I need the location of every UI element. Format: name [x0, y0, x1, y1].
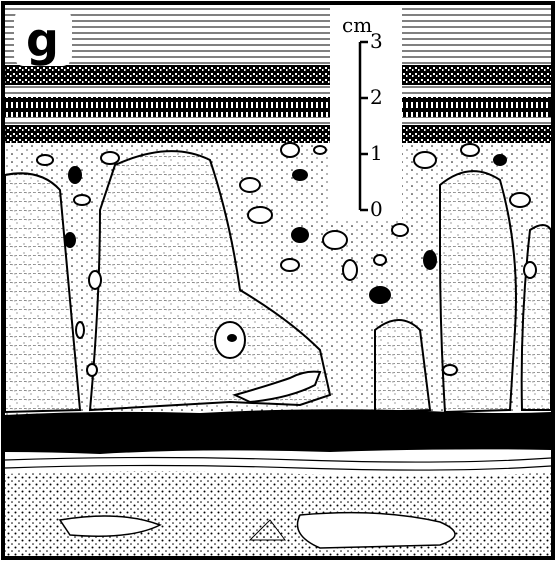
- dark-basal-bed: [5, 409, 551, 454]
- scale-tick-label: 2: [370, 85, 383, 109]
- upper-laminated-layer: [5, 5, 551, 143]
- panel-label: g: [14, 10, 72, 67]
- panel-label-text: g: [26, 13, 59, 67]
- scale-tick-label: 0: [370, 197, 383, 221]
- scale-tick-label: 1: [370, 141, 383, 165]
- lower-dotted-layer: [5, 471, 551, 556]
- scale-unit-label: cm: [342, 13, 372, 37]
- scale-tick-label: 3: [370, 29, 383, 53]
- scale-bar: cm 3 2 1 0: [330, 5, 402, 221]
